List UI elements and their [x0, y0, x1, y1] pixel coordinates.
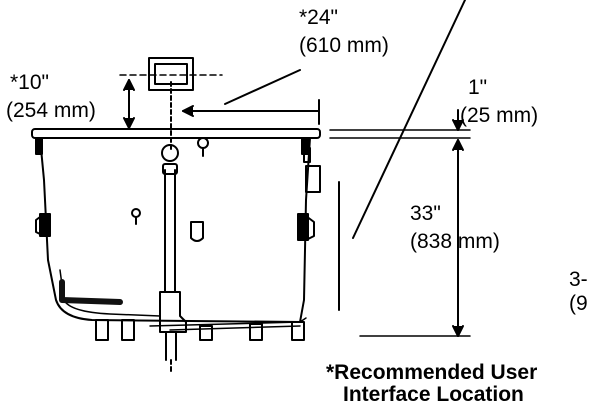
tub-foot	[291, 321, 305, 341]
recommended-location-note-line2: Interface Location	[343, 383, 524, 406]
user-interface-icon-inner	[154, 63, 188, 85]
dim-1-label-mm: (25 mm)	[460, 104, 539, 127]
right-pump-fitting	[297, 213, 309, 241]
user-interface-icon	[148, 57, 194, 91]
right-rim-clip	[301, 137, 309, 155]
pipe-bottom-valve	[159, 291, 187, 333]
dim-24-label-mm: (610 mm)	[299, 34, 389, 57]
tub-foot	[199, 325, 213, 341]
recommended-location-note-line1: *Recommended User	[326, 361, 538, 384]
tub-foot	[95, 319, 109, 341]
tub-base-contour	[59, 269, 161, 317]
dim-24-label-in: *24"	[299, 6, 338, 29]
dim-33-label-mm: (838 mm)	[410, 230, 500, 253]
tub-body	[39, 137, 311, 323]
tub-foot	[249, 323, 263, 341]
tub-floor-line-2	[169, 325, 301, 331]
dim-33-label-in: 33"	[410, 202, 441, 225]
right-control-box	[305, 165, 321, 193]
drain-overflow-fitting	[190, 221, 204, 242]
right-pump-fitting	[305, 215, 315, 241]
edge-fragment-label: 3-	[569, 268, 588, 291]
edge-fragment-label: (9	[569, 292, 588, 315]
dim-1-label-in: 1"	[468, 76, 488, 99]
dim-24-leader	[224, 69, 301, 105]
left-rim-clip	[35, 137, 43, 155]
dim-10-label-mm: (254 mm)	[6, 99, 96, 122]
jet-fitting	[197, 137, 209, 149]
dim-10-label-in: *10"	[10, 71, 49, 94]
tub-rim	[31, 128, 321, 139]
tub-base-shading	[59, 279, 123, 305]
leader-line	[352, 0, 466, 239]
jet-fitting	[131, 208, 141, 218]
left-pump-fitting	[39, 213, 51, 237]
pipe-union	[162, 163, 178, 175]
tub-foot	[121, 319, 135, 341]
